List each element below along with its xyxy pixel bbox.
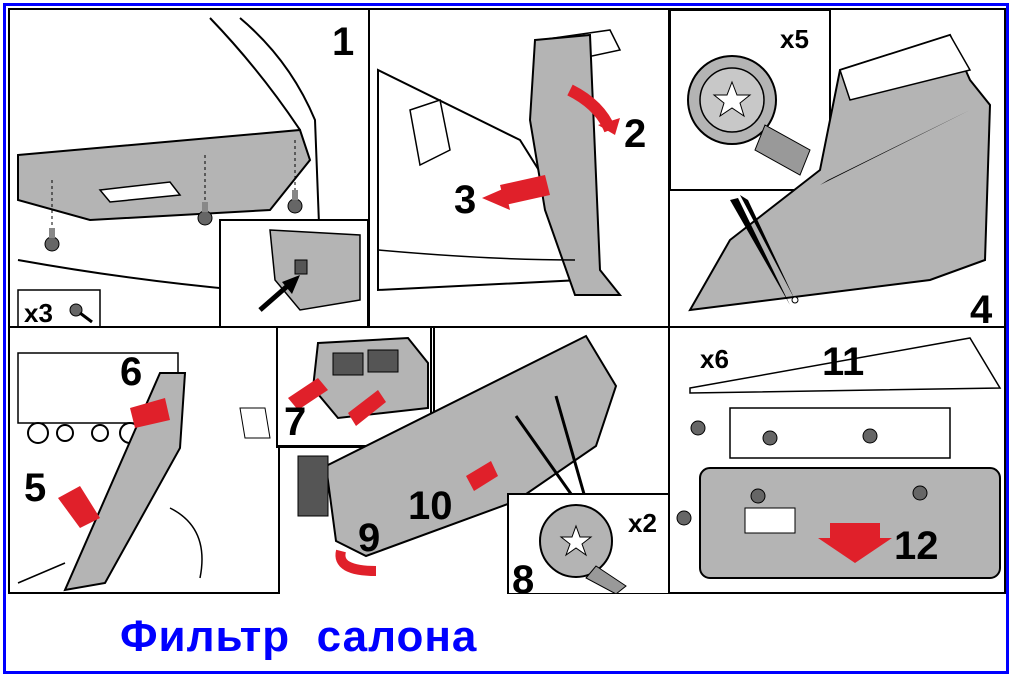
step-number: 12	[894, 524, 939, 568]
panel-4-illustration	[670, 10, 992, 312]
step-number: 7	[284, 400, 307, 444]
quantity-label: x6	[700, 344, 729, 374]
panel-1-illustration	[17, 17, 368, 326]
quantity-label: x3	[24, 298, 53, 328]
step-number: 4	[970, 288, 993, 328]
screw-icon	[287, 190, 303, 214]
panel-steps-8-9-10: 10 9 x2 8	[276, 326, 670, 594]
panel-2-3-illustration	[377, 29, 623, 296]
panel-11-12-illustration	[676, 337, 1002, 579]
panel-7-illustration	[288, 336, 429, 426]
step-number: 1	[332, 20, 355, 64]
panel-steps-11-12: x6 11 12	[668, 326, 1006, 594]
quantity-label: x2	[628, 508, 657, 538]
quantity-label: x5	[780, 24, 809, 54]
step-number: 9	[358, 516, 381, 560]
panel-steps-2-3: 2 3	[368, 8, 670, 328]
step-number: 10	[408, 484, 453, 528]
screw-icon	[912, 485, 928, 501]
screw-icon	[862, 428, 878, 444]
screw-icon	[69, 303, 93, 324]
screw-icon	[44, 228, 60, 252]
screw-icon	[750, 488, 766, 504]
caption-title: Фильтр салона	[120, 612, 478, 661]
screw-head-icon	[687, 55, 811, 176]
panel-5-6-illustration	[17, 352, 271, 592]
panel-step-1: 1 x3	[8, 8, 370, 328]
screw-icon	[690, 420, 706, 436]
step-number: 2	[624, 112, 647, 156]
step-number: 6	[120, 350, 143, 394]
screw-head-icon	[539, 504, 627, 594]
panel-step-4: x5 4	[668, 8, 1006, 328]
step-number: 8	[512, 558, 535, 594]
step-number: 5	[24, 466, 47, 510]
panel-8-10-illustration	[276, 326, 670, 594]
screw-icon	[762, 430, 778, 446]
panel-steps-5-6: 6 5	[8, 326, 280, 594]
screw-icon	[197, 202, 213, 226]
step-number: 3	[454, 178, 477, 222]
screw-icon	[676, 510, 692, 526]
step-number: 11	[822, 340, 865, 384]
